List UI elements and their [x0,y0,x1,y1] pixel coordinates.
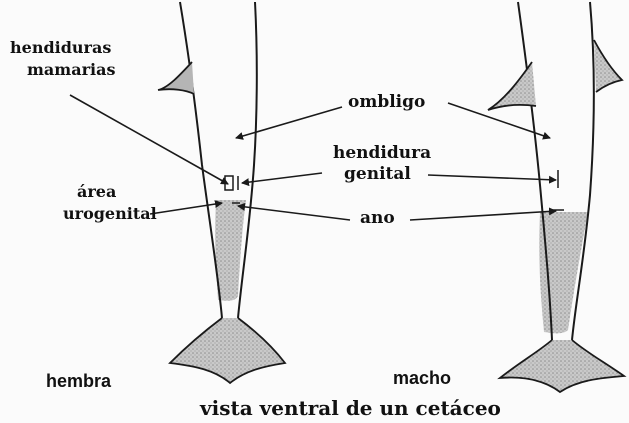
genital-slit-arrow-female [241,172,323,187]
anus-arrow-male [409,207,557,221]
label-ombligo: ombligo [348,92,426,112]
diagram-caption: vista ventral de un cetáceo [200,396,501,420]
male-tail-fluke [497,339,627,394]
male-body-left-outline [517,1,553,341]
label-ano: ano [360,208,395,228]
female-left-flipper [157,61,195,95]
female-body-right-outline [237,1,258,319]
label-hembra: hembra [46,371,112,391]
label-macho: macho [393,368,452,388]
male-body-right-outline [571,1,595,341]
mammary-slits-arrow [69,94,229,185]
male-right-flipper [593,39,624,93]
navel-arrow-male [447,102,551,140]
male-cetacean [487,1,627,394]
female-cetacean [157,1,287,385]
male-shading [539,212,588,334]
label-hendidura-genital-2: genital [344,164,411,184]
female-shading [215,200,246,301]
urogenital-area-arrow [149,200,223,215]
genital-slit-arrow-male [427,174,557,184]
label-hendiduras-mamarias-1: hendiduras [10,38,112,57]
anus-arrow-female [237,202,351,221]
label-hendiduras-mamarias-2: mamarias [27,60,116,79]
male-left-flipper [487,61,537,111]
leader-lines [69,94,557,221]
navel-arrow-female [235,106,343,140]
label-hendidura-genital-1: hendidura [333,143,432,163]
label-area-urogenital-1: área [77,182,117,201]
female-tail-fluke [168,317,287,385]
female-body-left-outline [179,1,223,319]
label-area-urogenital-2: urogenital [63,204,157,223]
